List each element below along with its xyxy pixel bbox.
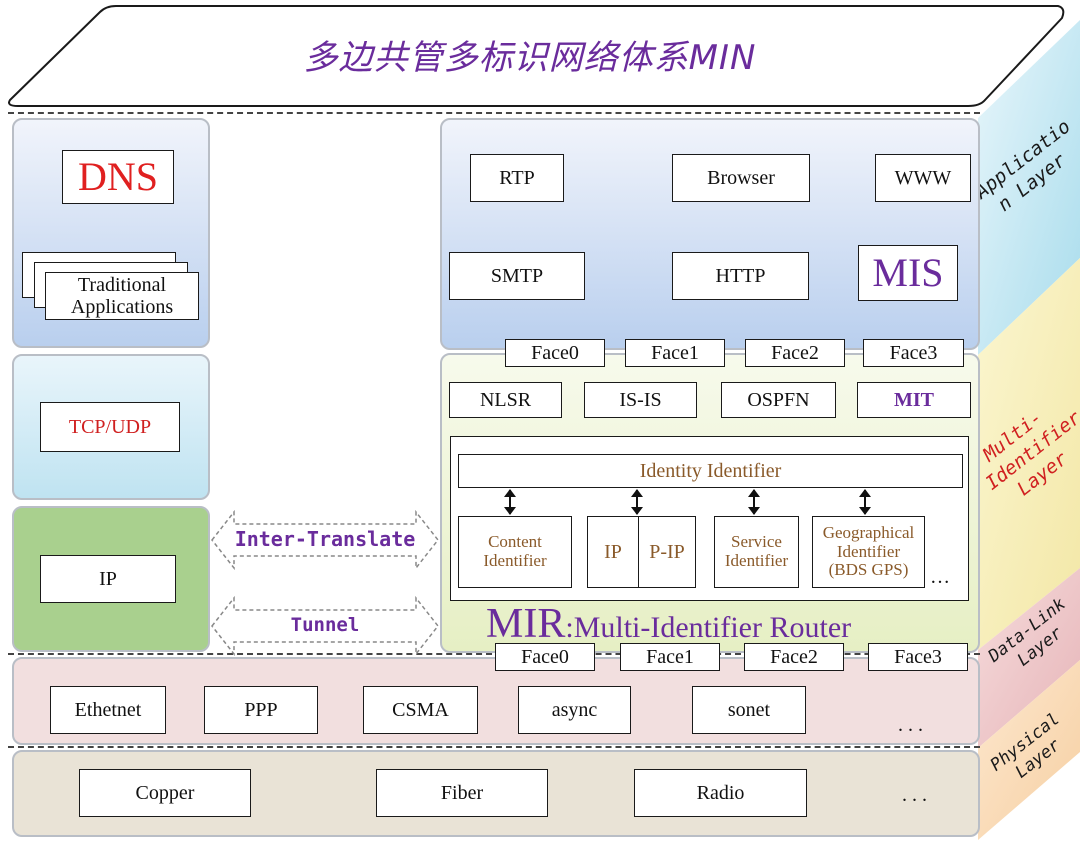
face0-top: Face0 — [505, 339, 605, 367]
csma-box: CSMA — [363, 686, 478, 734]
face3-top: Face3 — [863, 339, 964, 367]
copper-box: Copper — [79, 769, 251, 817]
face2-bottom: Face2 — [744, 643, 844, 671]
www-box: WWW — [875, 154, 971, 202]
face1-bottom: Face1 — [620, 643, 720, 671]
content-identifier-box: Content Identifier — [458, 516, 572, 588]
face1-top: Face1 — [625, 339, 725, 367]
async-box: async — [518, 686, 631, 734]
application-panel — [440, 118, 980, 350]
divider-top — [8, 112, 980, 114]
is-is-box: IS-IS — [584, 382, 697, 418]
layer-strip — [978, 20, 1080, 840]
service-identifier-box: Service Identifier — [714, 516, 799, 588]
fiber-box: Fiber — [376, 769, 548, 817]
ospfn-box: OSPFN — [721, 382, 836, 418]
mir-suffix: :Multi-Identifier Router — [565, 611, 852, 644]
tunnel-label: Tunnel — [290, 614, 360, 636]
divider-datalink — [8, 653, 980, 655]
face2-top: Face2 — [745, 339, 845, 367]
divider-physical — [8, 746, 980, 748]
rtp-box: RTP — [470, 154, 564, 202]
inter-translate-arrow — [211, 509, 439, 571]
sonet-box: sonet — [692, 686, 806, 734]
title-banner-shape — [8, 5, 1065, 107]
mir-title: MIR:Multi-Identifier Router — [486, 600, 851, 648]
ip-identifier-box: IP — [587, 516, 639, 588]
arrow-ip — [631, 489, 643, 515]
physical-ellipsis: . . . — [902, 784, 927, 806]
radio-box: Radio — [634, 769, 807, 817]
ppp-box: PPP — [204, 686, 318, 734]
pip-identifier-box: P-IP — [638, 516, 696, 588]
arrow-geo — [859, 489, 871, 515]
nlsr-box: NLSR — [449, 382, 562, 418]
face0-bottom: Face0 — [495, 643, 595, 671]
datalink-ellipsis: . . . — [898, 714, 923, 736]
mis-box: MIS — [858, 245, 958, 301]
identity-identifier-box: Identity Identifier — [458, 454, 963, 488]
face3-bottom: Face3 — [868, 643, 968, 671]
ethernet-box: Ethetnet — [50, 686, 166, 734]
tcp-udp-box: TCP/UDP — [40, 402, 180, 452]
dns-box: DNS — [62, 150, 174, 204]
page-title: 多边共管多标识网络体系MIN — [303, 38, 757, 78]
mit-box: MIT — [857, 382, 971, 418]
arrow-service — [748, 489, 760, 515]
arrow-content — [504, 489, 516, 515]
browser-box: Browser — [672, 154, 810, 202]
http-box: HTTP — [672, 252, 809, 300]
mir-prefix: MIR — [486, 601, 566, 647]
left-ip-box: IP — [40, 555, 176, 603]
geo-identifier-box: Geographical Identifier (BDS GPS) — [812, 516, 925, 588]
traditional-apps-box: Traditional Applications — [45, 272, 199, 320]
tunnel-arrow — [211, 595, 439, 657]
smtp-box: SMTP — [449, 252, 585, 300]
identifier-ellipsis: … — [930, 566, 950, 588]
inter-translate-label: Inter-Translate — [234, 527, 416, 551]
